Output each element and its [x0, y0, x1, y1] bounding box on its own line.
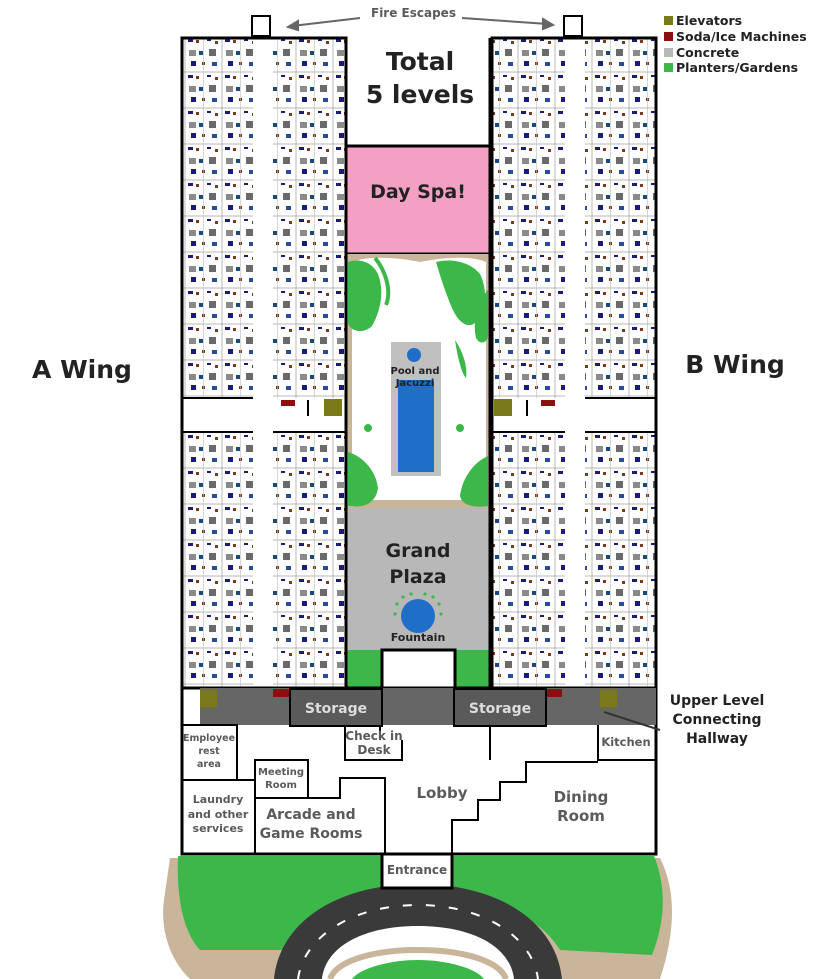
- checkin-desk-line2: Desk: [357, 743, 391, 757]
- employee-area-line2: rest: [198, 746, 220, 757]
- arcade-line2: Game Rooms: [260, 826, 363, 842]
- lobby-walls: [181, 724, 656, 854]
- dining-room-line1: Dining: [554, 788, 609, 806]
- meeting-room-line2: Room: [265, 780, 297, 791]
- b-wing-label: B Wing: [685, 350, 785, 379]
- legend-label-concrete: Concrete: [676, 45, 739, 60]
- fire-escapes-label: Fire Escapes: [371, 6, 456, 20]
- storage-left-label: Storage: [305, 701, 367, 717]
- day-spa-label: Day Spa!: [370, 181, 466, 203]
- a-wing-building: [180, 36, 348, 690]
- legend: Elevators Soda/Ice Machines Concrete Pla…: [664, 13, 807, 75]
- front-grounds: [163, 856, 672, 979]
- upper-level-line2: Connecting: [672, 712, 761, 728]
- pool-label-line1: Pool and: [390, 366, 439, 377]
- legend-swatch-soda: [664, 32, 673, 41]
- fountain[interactable]: [393, 592, 443, 633]
- pool-label-line2: Jacuzzi: [395, 378, 435, 389]
- lobby-label: Lobby: [416, 784, 467, 802]
- arcade-line1: Arcade and: [266, 807, 355, 823]
- employee-area-line1: Employee: [183, 733, 235, 744]
- plaza-walkway[interactable]: [380, 648, 457, 690]
- laundry-line3: services: [193, 822, 244, 835]
- legend-label-planters: Planters/Gardens: [676, 60, 798, 75]
- employee-area-line3: area: [197, 759, 221, 770]
- upper-level-hallway[interactable]: [200, 688, 656, 725]
- storage-right[interactable]: [453, 688, 547, 727]
- fire-escape-arrows: [285, 17, 556, 32]
- total-levels-line2: 5 levels: [366, 80, 474, 109]
- entrance[interactable]: [380, 852, 454, 890]
- upper-level-line3: Hallway: [686, 731, 748, 747]
- elevator-b-lower: [600, 690, 617, 707]
- storage-left[interactable]: [289, 688, 383, 727]
- fire-escape-left: [251, 15, 271, 37]
- legend-label-elevators: Elevators: [676, 13, 742, 28]
- driveway: [274, 884, 562, 979]
- plaza-garden-left: [346, 650, 382, 688]
- elevator-a-lower: [200, 690, 217, 707]
- legend-swatch-elevators: [664, 16, 673, 25]
- legend-swatch-concrete: [664, 48, 673, 57]
- kitchen-label: Kitchen: [601, 735, 650, 749]
- jacuzzi: [407, 348, 421, 362]
- legend-swatch-planters: [664, 63, 673, 72]
- checkin-desk-line1: Check in: [345, 729, 402, 743]
- fire-escape-right: [563, 15, 583, 37]
- grand-plaza-line1: Grand: [386, 540, 451, 562]
- laundry-line2: and other: [188, 808, 249, 821]
- dining-room-line2: Room: [557, 807, 605, 825]
- pool[interactable]: [391, 342, 441, 476]
- fountain-label: Fountain: [391, 631, 446, 644]
- a-wing-label: A Wing: [32, 355, 132, 384]
- upper-level-line1: Upper Level: [670, 693, 765, 709]
- elevator-a-mid: [324, 399, 342, 416]
- grand-plaza-line2: Plaza: [389, 566, 446, 588]
- soda-machine-a-mid: [281, 400, 295, 406]
- elevator-b-mid: [494, 399, 512, 416]
- storage-right-label: Storage: [469, 701, 531, 717]
- meeting-room-line1: Meeting: [258, 767, 304, 778]
- b-wing-building: [490, 36, 658, 690]
- plaza-garden-right: [455, 650, 490, 688]
- legend-label-soda: Soda/Ice Machines: [676, 29, 807, 44]
- laundry-line1: Laundry: [193, 793, 244, 806]
- total-levels-line1: Total: [386, 47, 454, 76]
- entrance-label: Entrance: [387, 863, 447, 877]
- soda-machine-b-mid: [541, 400, 555, 406]
